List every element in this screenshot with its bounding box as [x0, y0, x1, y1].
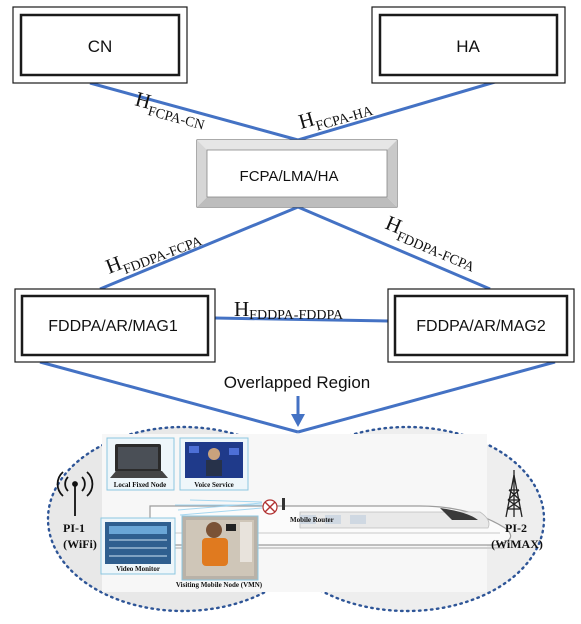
cn-label: CN: [88, 37, 113, 56]
link-cn-fcpa: [89, 81, 299, 142]
ha-node: HA: [371, 6, 566, 84]
label-fcpa-cn-main: H: [133, 87, 154, 114]
label-fddpa-fddpa-sub: FDDPA-FDDPA: [249, 308, 344, 323]
link-ha-fcpa: [297, 80, 496, 142]
pi1-antenna: PI-1 (WiFi): [56, 471, 97, 551]
down-arrow-icon: [291, 396, 305, 427]
label-fcpa-ha: HFCPA-HA: [296, 90, 376, 138]
cn-node: CN: [12, 6, 188, 84]
mobile-router-label: Mobile Router: [290, 516, 334, 524]
label-fddpa-fcpa-left-sub: FDDPA-FCPA: [121, 234, 205, 278]
link-lines: [39, 80, 556, 434]
pi1-label-line1: PI-1: [63, 521, 85, 535]
label-fcpa-ha-main: H: [296, 107, 317, 134]
mag2-label: FDDPA/AR/MAG2: [416, 318, 546, 335]
mag2-node: FDDPA/AR/MAG2: [387, 288, 575, 363]
label-fcpa-ha-sub: FCPA-HA: [314, 104, 375, 135]
pi2-label-line1: PI-2: [505, 521, 527, 535]
pi2-tower: PI-2 (WiMAX): [491, 470, 543, 551]
local-fixed-node-label: Local Fixed Node: [114, 481, 167, 489]
pi2-label-line2: (WiMAX): [491, 537, 543, 551]
label-fddpa-fddpa-main: H: [234, 297, 249, 321]
link-mag1-region: [39, 360, 299, 434]
link-mag2-region: [297, 360, 556, 434]
label-fcpa-cn: HFCPA-CN: [131, 87, 209, 134]
link-mag1-mag2: [214, 316, 389, 323]
vmn-label: Visiting Mobile Node (VMN): [176, 581, 263, 589]
ha-label: HA: [456, 37, 480, 56]
voice-service-label: Voice Service: [194, 481, 234, 489]
label-fddpa-fcpa-right: HFDDPA-FCPA: [380, 211, 483, 276]
wifi-antenna-icon: [56, 471, 94, 516]
mag1-label: FDDPA/AR/MAG1: [48, 318, 178, 335]
fcpa-node: FCPA/LMA/HA: [196, 139, 398, 208]
label-fddpa-fddpa: HFDDPA-FDDPA: [234, 297, 344, 323]
mag1-node: FDDPA/AR/MAG1: [14, 288, 216, 363]
label-fcpa-cn-sub: FCPA-CN: [146, 104, 206, 133]
voice-service-thumb: Voice Service: [179, 437, 249, 491]
overlap-label: Overlapped Region: [224, 373, 370, 392]
label-fddpa-fcpa-left: HFDDPA-FCPA: [102, 221, 205, 284]
scene-panel: Local Fixed Node Voice Service Mobile Ro…: [100, 434, 512, 592]
wimax-tower-icon: [505, 470, 523, 518]
link-fcpa-mag2: [297, 205, 491, 291]
pi1-label-line2: (WiFi): [63, 537, 97, 551]
fcpa-label: FCPA/LMA/HA: [240, 168, 339, 185]
video-monitor-label: Video Monitor: [116, 565, 160, 573]
mobile-router: Mobile Router: [262, 498, 334, 524]
video-monitor-thumb: Video Monitor: [100, 517, 176, 575]
link-fcpa-mag1: [99, 205, 299, 291]
vmn-photo: Visiting Mobile Node (VMN): [176, 515, 263, 589]
local-fixed-node-thumb: Local Fixed Node: [106, 437, 175, 491]
